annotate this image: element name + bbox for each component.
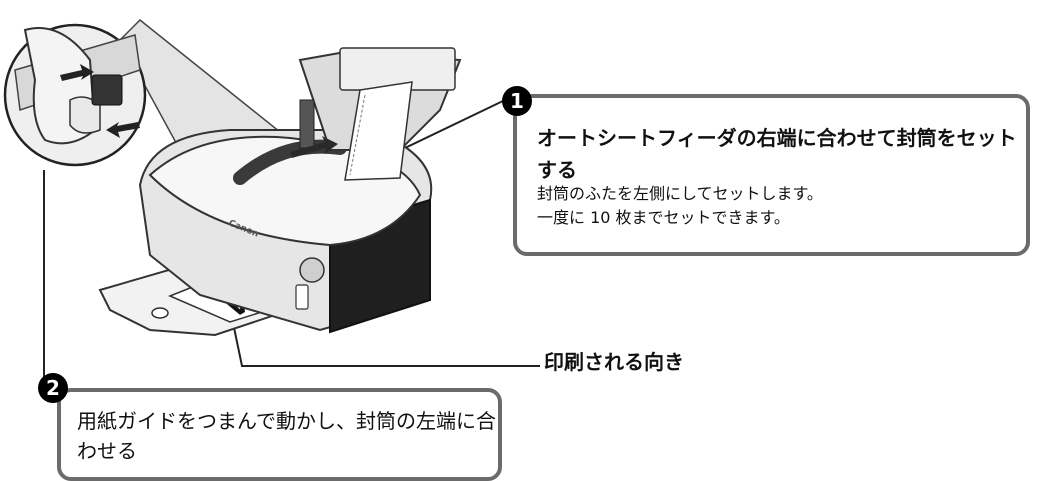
step1-callout: オートシートフィーダの右端に合わせて封筒をセットする 封筒のふたを左側にしてセッ… <box>513 94 1030 256</box>
indicator-panel <box>295 284 309 310</box>
step2-text: 用紙ガイドをつまんで動かし、封筒の左端に合わせる <box>77 409 496 463</box>
paper-guide-left <box>299 99 315 149</box>
envelope-flap-line <box>349 94 366 176</box>
step1-body-line: 封筒のふたを左側にしてセットします。 <box>537 184 823 203</box>
step2-number-badge: 2 <box>38 373 68 403</box>
step1-body-line: 一度に 10 枚までセットできます。 <box>537 208 790 227</box>
print-orientation-label: 印刷される向き <box>544 350 684 374</box>
pinch-arrow-bottom <box>106 122 140 138</box>
step1-number-badge: 1 <box>502 86 532 116</box>
tray-hole <box>151 307 169 319</box>
guide-move-arrow <box>290 136 338 158</box>
magnified-inset <box>3 23 147 167</box>
step2-callout: 用紙ガイドをつまんで動かし、封筒の左端に合わせる <box>57 388 502 481</box>
step1-body: 封筒のふたを左側にしてセットします。 一度に 10 枚までセットできます。 <box>537 182 1027 230</box>
loaded-envelope <box>344 81 413 181</box>
power-button <box>299 257 325 283</box>
step1-title: オートシートフィーダの右端に合わせて封筒をセットする <box>537 126 1017 182</box>
leader-line-orientation <box>231 317 540 367</box>
pinch-arrow-top <box>60 64 94 81</box>
